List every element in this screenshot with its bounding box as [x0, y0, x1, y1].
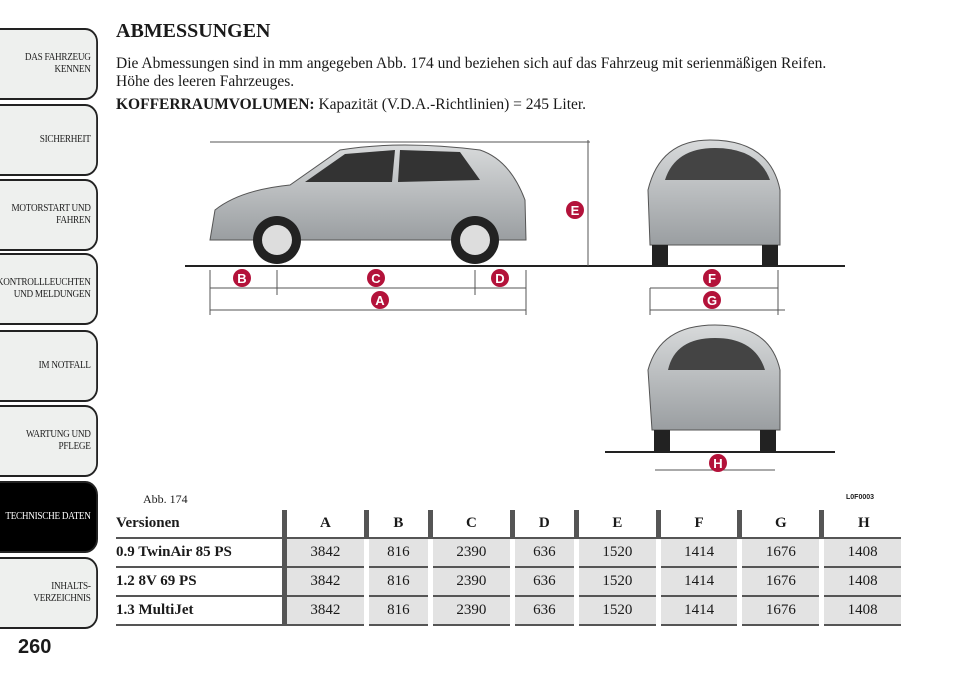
sidebar-tab[interactable]: KONTROLLLEUCHTEN UND MELDUNGEN	[0, 253, 98, 325]
table-cell: 816	[363, 566, 433, 596]
column-header: E	[573, 510, 659, 538]
car-side-view	[209, 144, 527, 264]
version-name: 1.3 MultiJet	[116, 595, 285, 626]
table-cell: 636	[509, 595, 579, 626]
page-number: 260	[18, 636, 52, 658]
table-cell: 1676	[737, 566, 825, 596]
column-header: B	[363, 510, 431, 538]
table-cell: 1414	[655, 595, 743, 626]
svg-text:H: H	[713, 456, 722, 471]
table-cell: 1408	[819, 566, 906, 596]
column-header: C	[427, 510, 513, 538]
svg-text:C: C	[371, 271, 381, 286]
table-cell: 1414	[655, 537, 743, 567]
table-cell: 636	[509, 537, 579, 567]
svg-text:A: A	[375, 293, 385, 308]
dimension-label-a: A	[371, 291, 389, 309]
dimension-label-b: B	[233, 269, 251, 287]
dimension-label-h: H	[709, 454, 727, 472]
table-cell: 816	[363, 595, 433, 626]
table-cell: 1414	[655, 566, 743, 596]
car-rear-view	[647, 324, 781, 452]
sidebar-tab[interactable]: TECHNISCHE DATEN	[0, 481, 98, 553]
car-front-view	[647, 139, 781, 267]
column-header: Versionen	[116, 515, 180, 531]
table-cell: 3842	[282, 537, 369, 567]
dimensions-figure: A B C D E FG H	[185, 139, 845, 472]
sidebar-tab[interactable]: IM NOTFALL	[0, 330, 98, 402]
svg-text:D: D	[495, 271, 504, 286]
table-cell: 1520	[573, 595, 661, 626]
table-cell: 816	[363, 537, 433, 567]
sidebar-tab[interactable]: INHALTS-VERZEICHNIS	[0, 557, 98, 629]
dimension-label-g: G	[703, 291, 721, 309]
version-name: 0.9 TwinAir 85 PS	[116, 537, 285, 567]
svg-text:F: F	[708, 271, 716, 286]
dimension-label-f: F	[703, 269, 721, 287]
sidebar-tab[interactable]: SICHERHEIT	[0, 104, 98, 176]
trunk-text: Kapazität (V.D.A.-Richtlinien) = 245 Lit…	[314, 96, 587, 113]
svg-text:E: E	[571, 203, 580, 218]
table-cell: 2390	[427, 566, 515, 596]
sidebar-tab[interactable]: MOTORSTART UND FAHREN	[0, 179, 98, 251]
figure-caption: Abb. 174	[143, 492, 188, 506]
page-title: ABMESSUNGEN	[116, 20, 271, 42]
table-cell: 636	[509, 566, 579, 596]
trunk-volume: KOFFERRAUMVOLUMEN: Kapazität (V.D.A.-Ric…	[116, 96, 836, 114]
svg-text:B: B	[237, 271, 246, 286]
column-header: A	[282, 510, 367, 538]
table-cell: 3842	[282, 595, 369, 626]
table-cell: 2390	[427, 537, 515, 567]
column-header: G	[737, 510, 822, 538]
figure-code: L0F0003	[846, 494, 875, 501]
table-cell: 1676	[737, 595, 825, 626]
column-header: F	[655, 510, 740, 538]
column-header: H	[819, 510, 904, 538]
table-cell: 2390	[427, 595, 515, 626]
table-cell: 1408	[819, 537, 906, 567]
sidebar-tab[interactable]: WARTUNG UND PFLEGE	[0, 405, 98, 477]
svg-text:G: G	[707, 293, 717, 308]
dimension-label-d: D	[491, 269, 509, 287]
table-cell: 1520	[573, 566, 661, 596]
table-cell: 3842	[282, 566, 369, 596]
version-name: 1.2 8V 69 PS	[116, 566, 285, 596]
sidebar-tab[interactable]: DAS FAHRZEUG KENNEN	[0, 28, 98, 100]
dimension-label-c: C	[367, 269, 385, 287]
table-cell: 1520	[573, 537, 661, 567]
trunk-label: KOFFERRAUMVOLUMEN:	[116, 96, 315, 113]
dimension-label-e: E	[566, 201, 584, 219]
column-header: D	[509, 510, 577, 538]
table-cell: 1676	[737, 537, 825, 567]
intro-text: Die Abmessungen sind in mm angegeben Abb…	[116, 55, 827, 90]
table-cell: 1408	[819, 595, 906, 626]
